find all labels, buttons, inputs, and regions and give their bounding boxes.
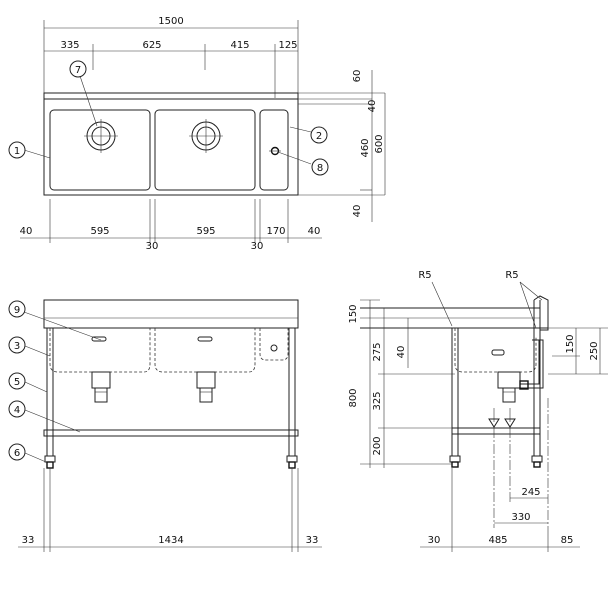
- callout-2: 2: [316, 131, 322, 142]
- callout-8: 8: [317, 163, 323, 174]
- dim-front-33b: 33: [306, 535, 319, 546]
- dim-bottom-40a: 40: [20, 226, 33, 237]
- dim-bottom-30a: 30: [146, 241, 159, 252]
- callout-3: 3: [14, 341, 20, 352]
- dim-side-40: 40: [396, 346, 407, 359]
- callout-7: 7: [75, 65, 81, 76]
- callout-6: 6: [14, 448, 20, 459]
- dim-top-seg-2: 625: [142, 40, 161, 51]
- dim-side-325: 325: [372, 391, 383, 410]
- dim-drain-330: 330: [511, 512, 530, 523]
- dim-side-bottom-85: 85: [561, 535, 574, 546]
- dim-bottom-595a: 595: [90, 226, 109, 237]
- callout-1: 1: [14, 146, 20, 157]
- dim-overall-height: 800: [348, 388, 359, 407]
- dim-front-1434: 1434: [158, 535, 183, 546]
- dim-side-275: 275: [372, 342, 383, 361]
- dim-overall-width: 1500: [158, 16, 183, 27]
- dim-bottom-40b: 40: [308, 226, 321, 237]
- dim-top-seg-1: 335: [60, 40, 79, 51]
- dim-bottom-595b: 595: [196, 226, 215, 237]
- dim-right-60: 60: [352, 70, 363, 83]
- dim-right-460: 460: [360, 138, 371, 157]
- dim-side-right-150: 150: [565, 334, 576, 353]
- dim-side-200: 200: [372, 436, 383, 455]
- dim-side-bottom-30: 30: [428, 535, 441, 546]
- dim-front-33a: 33: [22, 535, 35, 546]
- front-view: 33 1434 33 9 3 5 4 6: [8, 299, 322, 552]
- dim-top-seg-4: 125: [278, 40, 297, 51]
- callout-4: 4: [14, 405, 20, 416]
- dim-bottom-170: 170: [266, 226, 285, 237]
- dim-side-bottom-485: 485: [488, 535, 507, 546]
- radius-label-left: R5: [418, 270, 431, 281]
- callout-5: 5: [14, 377, 20, 388]
- dim-right-40a: 40: [367, 100, 378, 113]
- dim-drain-245: 245: [521, 487, 540, 498]
- callout-9: 9: [14, 305, 20, 316]
- radius-label-right: R5: [505, 270, 518, 281]
- dim-side-right-250: 250: [589, 341, 600, 360]
- dim-top-seg-3: 415: [230, 40, 249, 51]
- dim-bottom-30b: 30: [251, 241, 264, 252]
- side-view: 245 330 150 275 40 325 200 800 150 250 R…: [348, 270, 608, 552]
- dim-overall-depth: 600: [374, 134, 385, 153]
- dim-right-40b: 40: [352, 205, 363, 218]
- dim-side-150: 150: [348, 304, 359, 323]
- plan-view: 1500 335 625 415 125: [8, 16, 386, 252]
